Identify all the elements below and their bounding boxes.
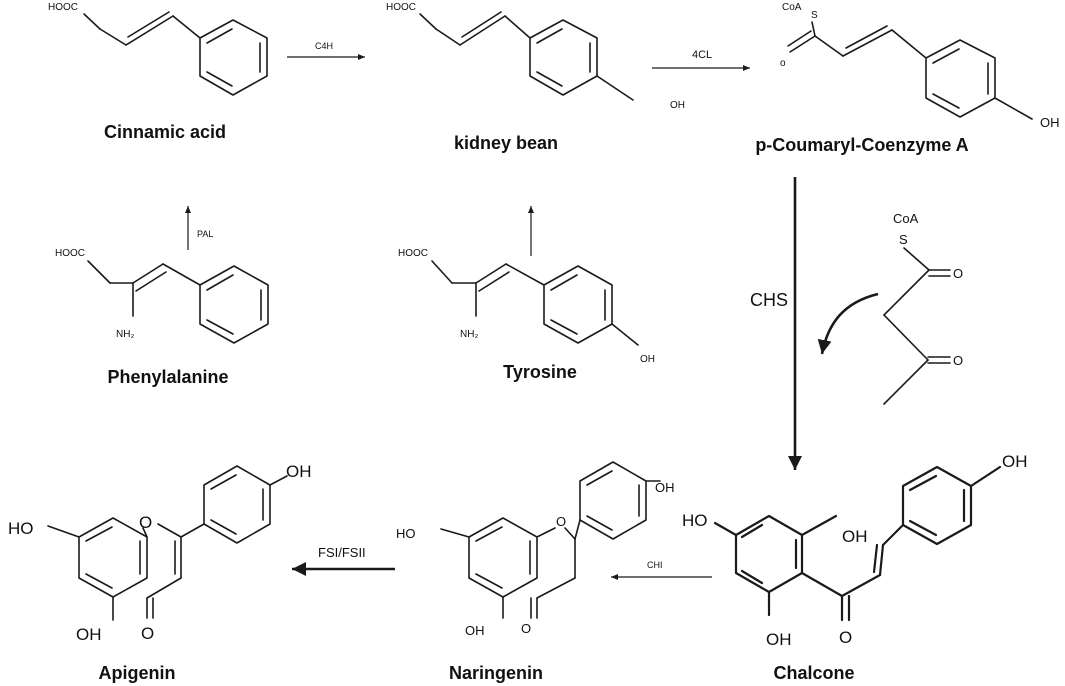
fsi-fsii-reaction-arrow: FSI/FSII [292, 545, 395, 576]
ketone-o-label: O [953, 353, 963, 368]
oh-label: OH [1002, 452, 1028, 471]
sulfur-label: S [811, 10, 818, 21]
ho-label: HO [8, 519, 34, 538]
malonyl-coa-addition-arrow [817, 292, 879, 355]
ho-label: HO [682, 511, 708, 530]
phenylalanine-name: Phenylalanine [107, 367, 228, 387]
coa-label: CoA [782, 2, 802, 13]
carbonyl-o-label: o [780, 58, 786, 69]
p-coumaryl-coa-name: p-Coumaryl-Coenzyme A [755, 135, 968, 155]
apigenin-name: Apigenin [99, 663, 176, 683]
oh-label: OH [670, 100, 685, 111]
fsi-fsii-label: FSI/FSII [318, 545, 366, 560]
chs-label: CHS [750, 290, 788, 310]
c4h-reaction-arrow: C4H [287, 41, 365, 60]
tyrosine-structure: HOOC NH₂ OH Tyrosine [398, 248, 655, 382]
oh-label: OH [465, 623, 485, 638]
chi-reaction-arrow: CHI [611, 560, 712, 580]
4cl-label: 4CL [692, 49, 712, 61]
oh-label: OH [1040, 115, 1060, 130]
4cl-reaction-arrow: 4CL [652, 49, 750, 71]
naringenin-name: Naringenin [449, 663, 543, 683]
c4h-label: C4H [315, 41, 333, 51]
oh-label: OH [766, 630, 792, 649]
ring-o-label: O [139, 513, 152, 532]
nh2-label: NH₂ [460, 329, 478, 340]
chs-reaction-arrow: CHS [748, 177, 802, 470]
hooc-label: HOOC [398, 248, 428, 259]
malonyl-coa-structure: CoA S O O [817, 211, 963, 405]
oh-label: OH [640, 354, 655, 365]
tyrosine-name: Tyrosine [503, 362, 577, 382]
cinnamic-acid-structure: HOOC Cinnamic acid [48, 2, 268, 142]
naringenin-structure: HO OH O O OH Naringenin [396, 461, 675, 683]
carbonyl-o-label: O [839, 628, 852, 647]
chi-label: CHI [647, 560, 663, 570]
pal-label: PAL [197, 229, 213, 239]
hooc-label: HOOC [55, 248, 85, 259]
pal-reaction-arrow: PAL [185, 206, 213, 250]
carbonyl-o-label: O [141, 624, 154, 643]
ho-label: HO [396, 526, 416, 541]
kidney-bean-name: kidney bean [454, 133, 558, 153]
apigenin-structure: HO OH O O OH Apigenin [8, 462, 312, 683]
carbonyl-o-label: O [521, 621, 531, 636]
ring-o-label: O [556, 514, 566, 529]
sulfur-label: S [899, 232, 908, 247]
carbonyl-o-label: O [953, 266, 963, 281]
chalcone-name: Chalcone [773, 663, 854, 683]
chalcone-structure: HO OH OH O OH Chalcone [682, 452, 1028, 683]
oh-label: OH [76, 625, 102, 644]
oh-label: OH [842, 527, 868, 546]
kidney-bean-structure: HOOC OH kidney bean [386, 2, 685, 153]
coa-label: CoA [893, 211, 919, 226]
chs-label-bg [748, 288, 792, 312]
oh-label: OH [286, 462, 312, 481]
hooc-label: HOOC [48, 2, 78, 13]
phenylalanine-structure: HOOC NH₂ Phenylalanine [55, 248, 269, 387]
cinnamic-acid-name: Cinnamic acid [104, 122, 226, 142]
nh2-label: NH₂ [116, 329, 134, 340]
hooc-label: HOOC [386, 2, 416, 13]
oh-label: OH [655, 480, 675, 495]
p-coumaryl-coa-structure: CoA S o OH p-Coumaryl-Coenzyme A [755, 2, 1059, 155]
